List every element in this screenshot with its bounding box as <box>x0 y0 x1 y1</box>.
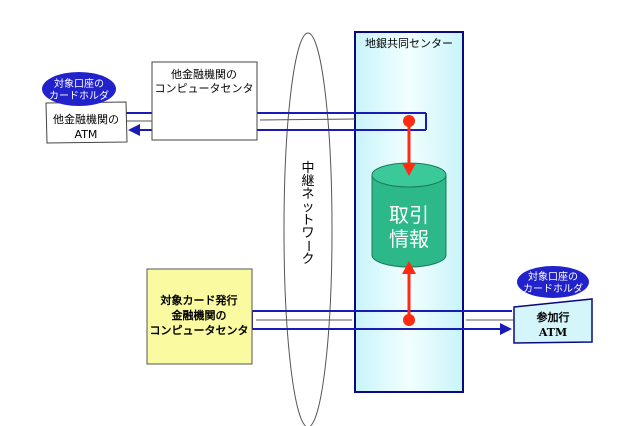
participant-atm-box <box>513 298 593 344</box>
other-bank-center-line1: 他金融機関の <box>171 67 237 81</box>
relay-network-label-char: ネ <box>301 187 314 202</box>
relay-network-label-char: ト <box>301 213 314 228</box>
participant-atm-line2: ATM <box>538 326 567 339</box>
read-arrow-top <box>402 115 416 176</box>
participant-atm-line1: 参加行 <box>537 310 570 324</box>
other-bank-center-line2: コンピュータセンタ <box>155 82 254 95</box>
cardholder-badge-left-line1: 対象口座の <box>54 77 104 90</box>
transaction-database: 取引 情報 <box>371 162 447 268</box>
cardholder-badge-left <box>42 72 116 106</box>
card-issuer-line1: 対象カード発行 <box>160 293 238 307</box>
relay-network-label-char: ク <box>301 252 314 267</box>
relay-network-ellipse <box>283 32 333 426</box>
relay-network-label-char: 継 <box>301 174 314 189</box>
write-arrow-bottom <box>402 261 416 326</box>
database-label-line1: 取引 <box>389 203 429 227</box>
relay-network-label-char: 中 <box>301 161 314 176</box>
cardholder-badge-right <box>517 266 589 298</box>
cardholder-badge-right-line2: カードホルダ <box>523 282 583 295</box>
relay-network-label-char: ワ <box>301 226 314 241</box>
relay-network-label-char: ッ <box>301 200 314 215</box>
card-issuer-center-box <box>146 268 253 365</box>
database-label-line2: 情報 <box>389 227 429 251</box>
relay-network-label-char: ー <box>300 239 315 252</box>
card-issuer-line3: コンピュータセンタ <box>150 324 249 337</box>
cardholder-badge-left-line2: カードホルダ <box>49 89 109 102</box>
cardholder-badge-right-line1: 対象口座の <box>528 270 578 283</box>
center-title: 地銀共同センター <box>365 36 453 50</box>
other-bank-center-box <box>151 61 258 141</box>
other-bank-atm-line2: ATM <box>75 128 98 141</box>
other-bank-atm-line1: 他金融機関の <box>53 112 119 126</box>
card-issuer-line2: 金融機関の <box>171 308 227 322</box>
